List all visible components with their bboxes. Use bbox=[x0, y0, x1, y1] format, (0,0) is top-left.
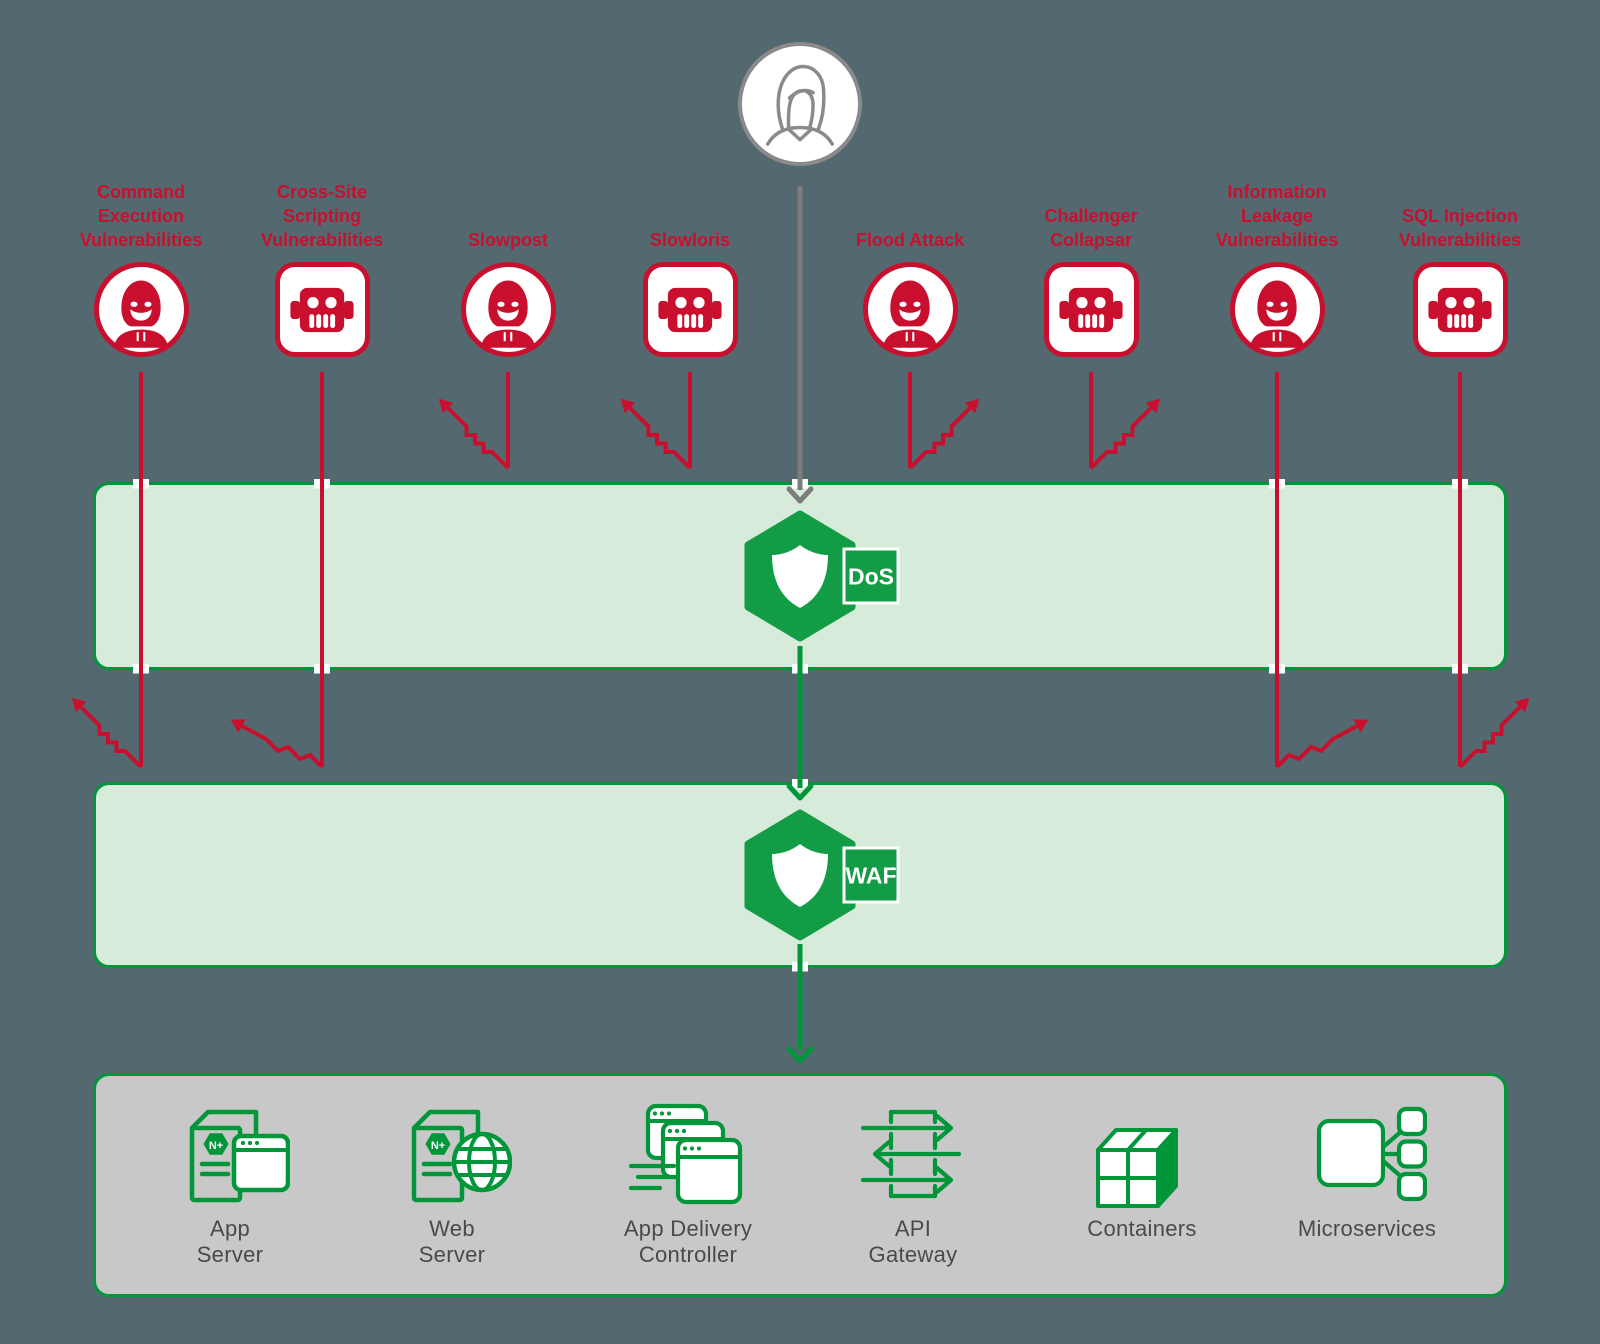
hacker-icon bbox=[1249, 279, 1305, 348]
app-server-icon-box: N+ bbox=[170, 1098, 290, 1210]
app-server-icon: N+ bbox=[189, 1109, 290, 1203]
attack-label-challenger-collapsar: Challenger Collapsar bbox=[1044, 206, 1138, 250]
dos-tag-label: DoS bbox=[848, 564, 894, 590]
deflected-attack-zigzag bbox=[1275, 724, 1358, 769]
flow-arrowhead bbox=[786, 1046, 814, 1064]
dos-tag-box bbox=[842, 547, 900, 605]
infra-label-app-server: App Server bbox=[196, 1216, 264, 1267]
microservices-icon bbox=[1316, 1106, 1427, 1202]
bot-icon bbox=[1428, 287, 1492, 332]
api-gateway-icon-box bbox=[853, 1098, 973, 1210]
microservices-icon-box bbox=[1307, 1098, 1427, 1210]
deflect-arrowhead bbox=[1353, 719, 1369, 733]
deflect-arrowhead bbox=[1514, 697, 1530, 713]
dos-protection-band: DoS bbox=[93, 482, 1507, 670]
bot-icon bbox=[290, 287, 354, 332]
deflect-arrowhead bbox=[964, 398, 980, 414]
bot-icon bbox=[658, 287, 722, 332]
svg-text:N+: N+ bbox=[209, 1140, 223, 1152]
attack-icon-slowloris bbox=[642, 262, 738, 357]
app-delivery-controller-icon-box bbox=[628, 1098, 748, 1210]
hacker-icon bbox=[480, 279, 536, 348]
deflected-attack-zigzag bbox=[1089, 406, 1153, 470]
attack-icon-slowpost bbox=[460, 262, 556, 357]
containers-icon-box bbox=[1082, 1098, 1202, 1210]
waf-tag-label: WAF bbox=[845, 863, 896, 889]
deflected-attack-zigzag bbox=[628, 406, 692, 470]
attack-icon-cross-site-scripting-vulnerabilities bbox=[274, 262, 370, 357]
hacker-icon bbox=[113, 279, 169, 348]
attack-label-flood-attack: Flood Attack bbox=[855, 230, 965, 250]
dos-shield-icon: DoS bbox=[744, 510, 900, 642]
infra-label-containers: Containers bbox=[1087, 1216, 1197, 1241]
web-server-icon-box: N+ bbox=[392, 1098, 512, 1210]
deflected-attack-zigzag bbox=[79, 705, 143, 769]
app-delivery-controller-icon bbox=[628, 1103, 743, 1205]
user-glyph bbox=[766, 64, 834, 146]
deflected-attack-zigzag bbox=[241, 724, 324, 769]
attack-label-command-execution-vulnerabilities: Command Execution Vulnerabilities bbox=[79, 182, 203, 250]
attack-label-slowloris: Slowloris bbox=[649, 230, 730, 250]
user-icon bbox=[738, 42, 862, 166]
attack-label-information-leakage-vulnerabilities: Information Leakage Vulnerabilities bbox=[1215, 182, 1339, 250]
hacker-icon bbox=[882, 279, 938, 348]
infra-label-web-server: Web Server bbox=[418, 1216, 486, 1267]
attack-icon-information-leakage-vulnerabilities bbox=[1229, 262, 1325, 357]
bot-icon bbox=[1059, 287, 1123, 332]
deflected-attack-zigzag bbox=[446, 406, 510, 470]
deflect-arrowhead bbox=[1145, 398, 1161, 414]
svg-text:N+: N+ bbox=[431, 1140, 445, 1152]
api-gateway-icon bbox=[860, 1109, 962, 1199]
deflect-arrowhead bbox=[71, 697, 87, 713]
infra-label-microservices: Microservices bbox=[1297, 1216, 1437, 1241]
waf-protection-band: WAF bbox=[93, 782, 1507, 968]
waf-tag-box bbox=[842, 846, 900, 904]
deflected-attack-zigzag bbox=[1458, 705, 1522, 769]
containers-icon bbox=[1096, 1128, 1178, 1208]
deflected-attack-zigzag bbox=[908, 406, 972, 470]
web-server-icon: N+ bbox=[411, 1109, 512, 1203]
attack-icon-sql-injection-vulnerabilities bbox=[1412, 262, 1508, 357]
waf-shield-icon: WAF bbox=[744, 809, 900, 941]
shield-glyph bbox=[772, 844, 828, 907]
attack-icon-command-execution-vulnerabilities bbox=[93, 262, 189, 357]
attack-label-sql-injection-vulnerabilities: SQL Injection Vulnerabilities bbox=[1398, 206, 1522, 250]
deflect-arrowhead bbox=[438, 398, 454, 414]
deflect-arrowhead bbox=[620, 398, 636, 414]
attack-label-cross-site-scripting-vulnerabilities: Cross-Site Scripting Vulnerabilities bbox=[260, 182, 384, 250]
shield-glyph bbox=[772, 545, 828, 608]
attack-label-slowpost: Slowpost bbox=[468, 230, 548, 250]
infra-label-api-gateway: API Gateway bbox=[868, 1216, 958, 1267]
infrastructure-band bbox=[93, 1073, 1507, 1297]
attack-icon-challenger-collapsar bbox=[1043, 262, 1139, 357]
infra-label-app-delivery-controller: App Delivery Controller bbox=[623, 1216, 753, 1267]
attack-icon-flood-attack bbox=[862, 262, 958, 357]
deflect-arrowhead bbox=[230, 719, 246, 733]
